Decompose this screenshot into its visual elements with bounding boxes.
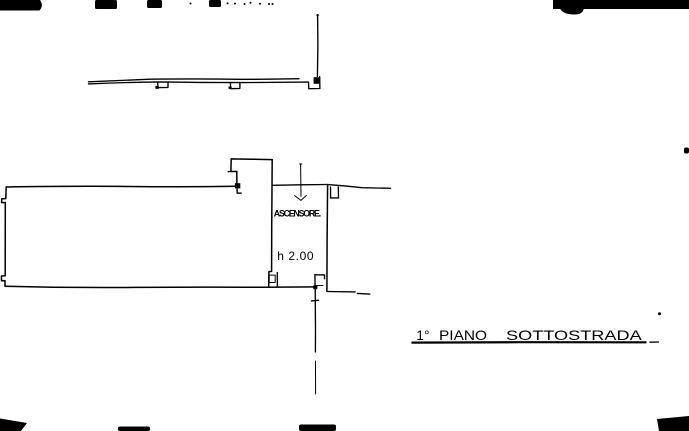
svg-text:PIANO: PIANO bbox=[439, 327, 487, 343]
svg-text:SOTTOSTRADA: SOTTOSTRADA bbox=[506, 327, 643, 343]
svg-text:h 2.00: h 2.00 bbox=[277, 249, 314, 263]
svg-text:1°: 1° bbox=[416, 327, 429, 343]
svg-text:ASCENSORE.: ASCENSORE. bbox=[274, 208, 321, 218]
